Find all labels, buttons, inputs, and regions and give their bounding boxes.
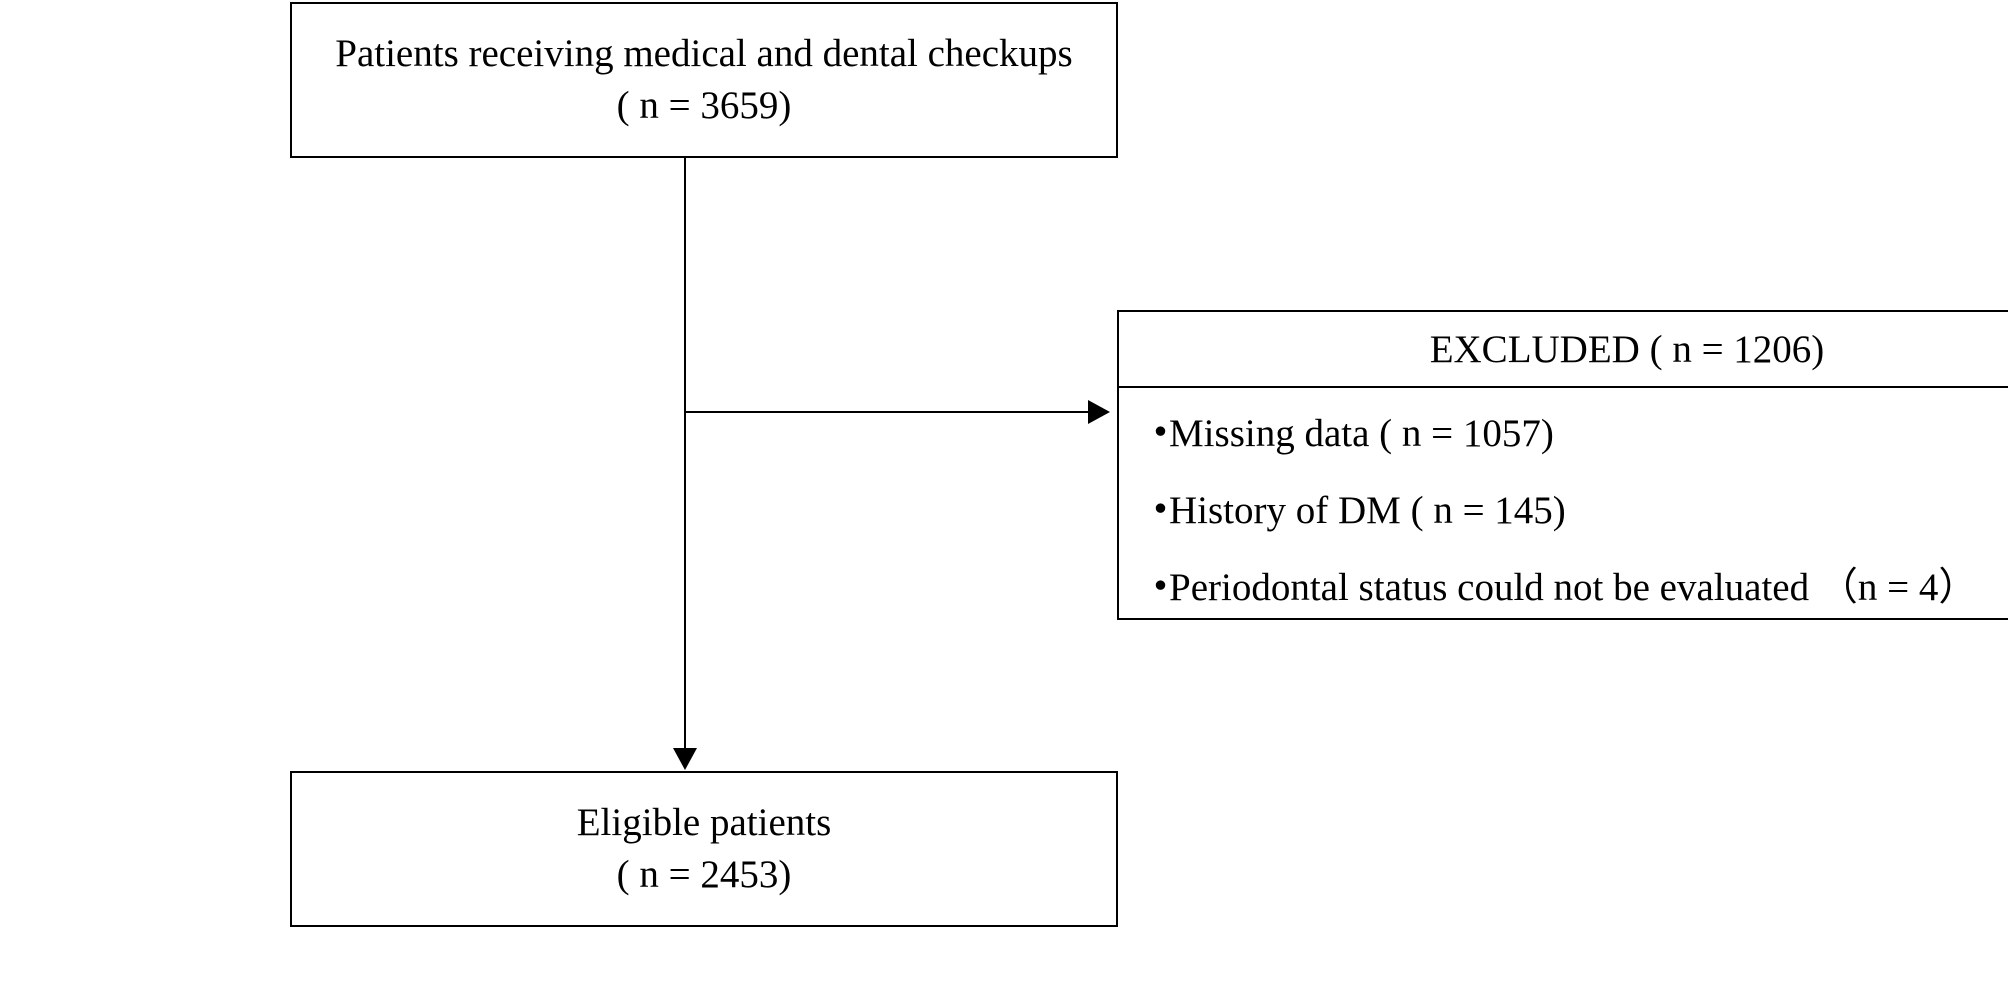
excluded-header: EXCLUDED ( n = 1206) (1119, 312, 2008, 388)
bullet-icon: ・ (1141, 489, 1181, 532)
eligible-patients-label: Eligible patients (576, 801, 832, 844)
excluded-header-label: EXCLUDED ( n = 1206) (1429, 327, 1825, 371)
bullet-icon: ・ (1141, 412, 1181, 455)
source-population-box: Patients receiving medical and dental ch… (290, 2, 1118, 158)
excluded-item-label: History of DM ( n = 145) (1169, 489, 1566, 532)
right-arrow-head (1088, 400, 1110, 424)
excluded-box: EXCLUDED ( n = 1206) ・Missing data ( n =… (1117, 310, 2008, 620)
excluded-item-label: Missing data ( n = 1057) (1169, 412, 1554, 455)
excluded-item-label: Periodontal status could not be evaluate… (1169, 566, 1978, 609)
eligible-patients-count: ( n = 2453) (616, 853, 792, 896)
excluded-item: ・History of DM ( n = 145) (1141, 485, 1566, 537)
excluded-item: ・Periodontal status could not be evaluat… (1141, 562, 1977, 614)
source-population-count: ( n = 3659) (616, 84, 792, 127)
bullet-icon: ・ (1141, 566, 1181, 609)
eligible-patients-box: Eligible patients ( n = 2453) (290, 771, 1118, 927)
down-arrow-head (673, 748, 697, 770)
source-population-label: Patients receiving medical and dental ch… (335, 32, 1073, 75)
excluded-item: ・Missing data ( n = 1057) (1141, 408, 1554, 460)
